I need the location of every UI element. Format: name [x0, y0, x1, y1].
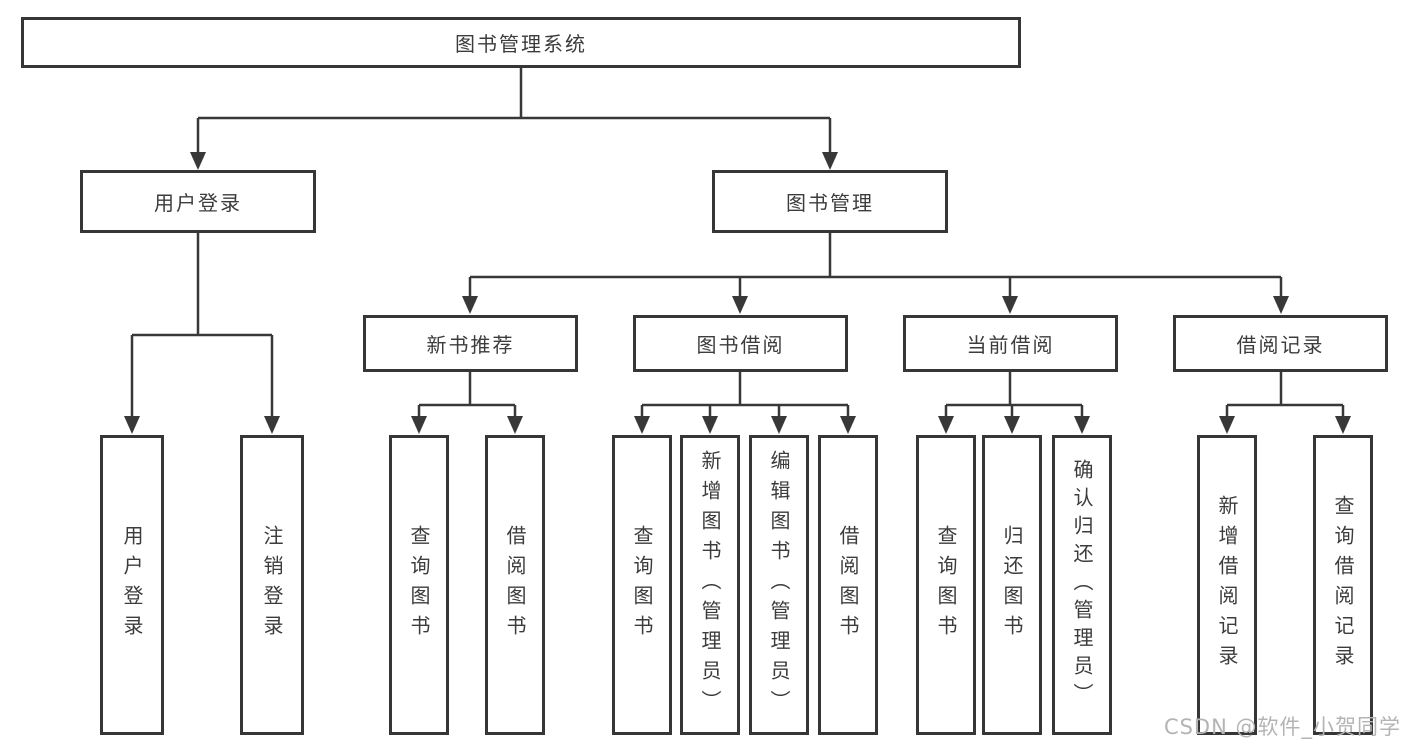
leaf-cb-query-books: 查询图书 [916, 435, 976, 735]
csdn-watermark: CSDN @软件_小贺同学 [1163, 715, 1401, 739]
node-label: 查询借阅记录 [1331, 495, 1355, 675]
node-label: 新增图书（管理员） [698, 450, 722, 720]
leaf-bb-edit-books-admin: 编辑图书（管理员） [749, 435, 809, 735]
node-label: 查询图书 [407, 525, 431, 645]
node-label: 当前借阅 [966, 333, 1055, 357]
arrowheads [124, 152, 1351, 434]
node-label: 借阅图书 [836, 525, 860, 645]
node-label: 注销登录 [260, 525, 284, 645]
leaf-br-add-record: 新增借阅记录 [1197, 435, 1257, 735]
node-label: 确认归还（管理员） [1070, 459, 1094, 711]
node-new-book-recommend: 新书推荐 [363, 315, 578, 372]
leaf-nb-borrow-books: 借阅图书 [485, 435, 545, 735]
node-user-login: 用户登录 [80, 170, 316, 233]
leaf-br-query-record: 查询借阅记录 [1313, 435, 1373, 735]
node-label: 查询图书 [630, 525, 654, 645]
node-label: 图书借阅 [696, 333, 785, 357]
leaf-bb-add-books-admin: 新增图书（管理员） [680, 435, 740, 735]
node-label: 查询图书 [934, 525, 958, 645]
leaf-logout: 注销登录 [240, 435, 304, 735]
node-root: 图书管理系统 [21, 17, 1021, 68]
node-current-borrow: 当前借阅 [903, 315, 1118, 372]
node-label: 用户登录 [154, 191, 242, 215]
node-book-borrow: 图书借阅 [633, 315, 848, 372]
leaf-user-login: 用户登录 [100, 435, 164, 735]
node-label: 新增借阅记录 [1215, 495, 1239, 675]
leaf-cb-confirm-return-admin: 确认归还（管理员） [1052, 435, 1112, 735]
node-borrow-records: 借阅记录 [1173, 315, 1388, 372]
leaf-cb-return-books: 归还图书 [982, 435, 1042, 735]
leaf-bb-borrow-books: 借阅图书 [818, 435, 878, 735]
node-label: 归还图书 [1000, 525, 1024, 645]
leaf-nb-query-books: 查询图书 [389, 435, 449, 735]
node-book-management: 图书管理 [712, 170, 948, 233]
node-label: 新书推荐 [426, 333, 515, 357]
node-label: 借阅图书 [503, 525, 527, 645]
node-label: 图书管理系统 [455, 32, 587, 56]
node-label: 编辑图书（管理员） [767, 450, 791, 720]
node-label: 用户登录 [120, 525, 144, 645]
node-label: 图书管理 [786, 191, 874, 215]
leaf-bb-query-books: 查询图书 [612, 435, 672, 735]
node-label: 借阅记录 [1236, 333, 1325, 357]
